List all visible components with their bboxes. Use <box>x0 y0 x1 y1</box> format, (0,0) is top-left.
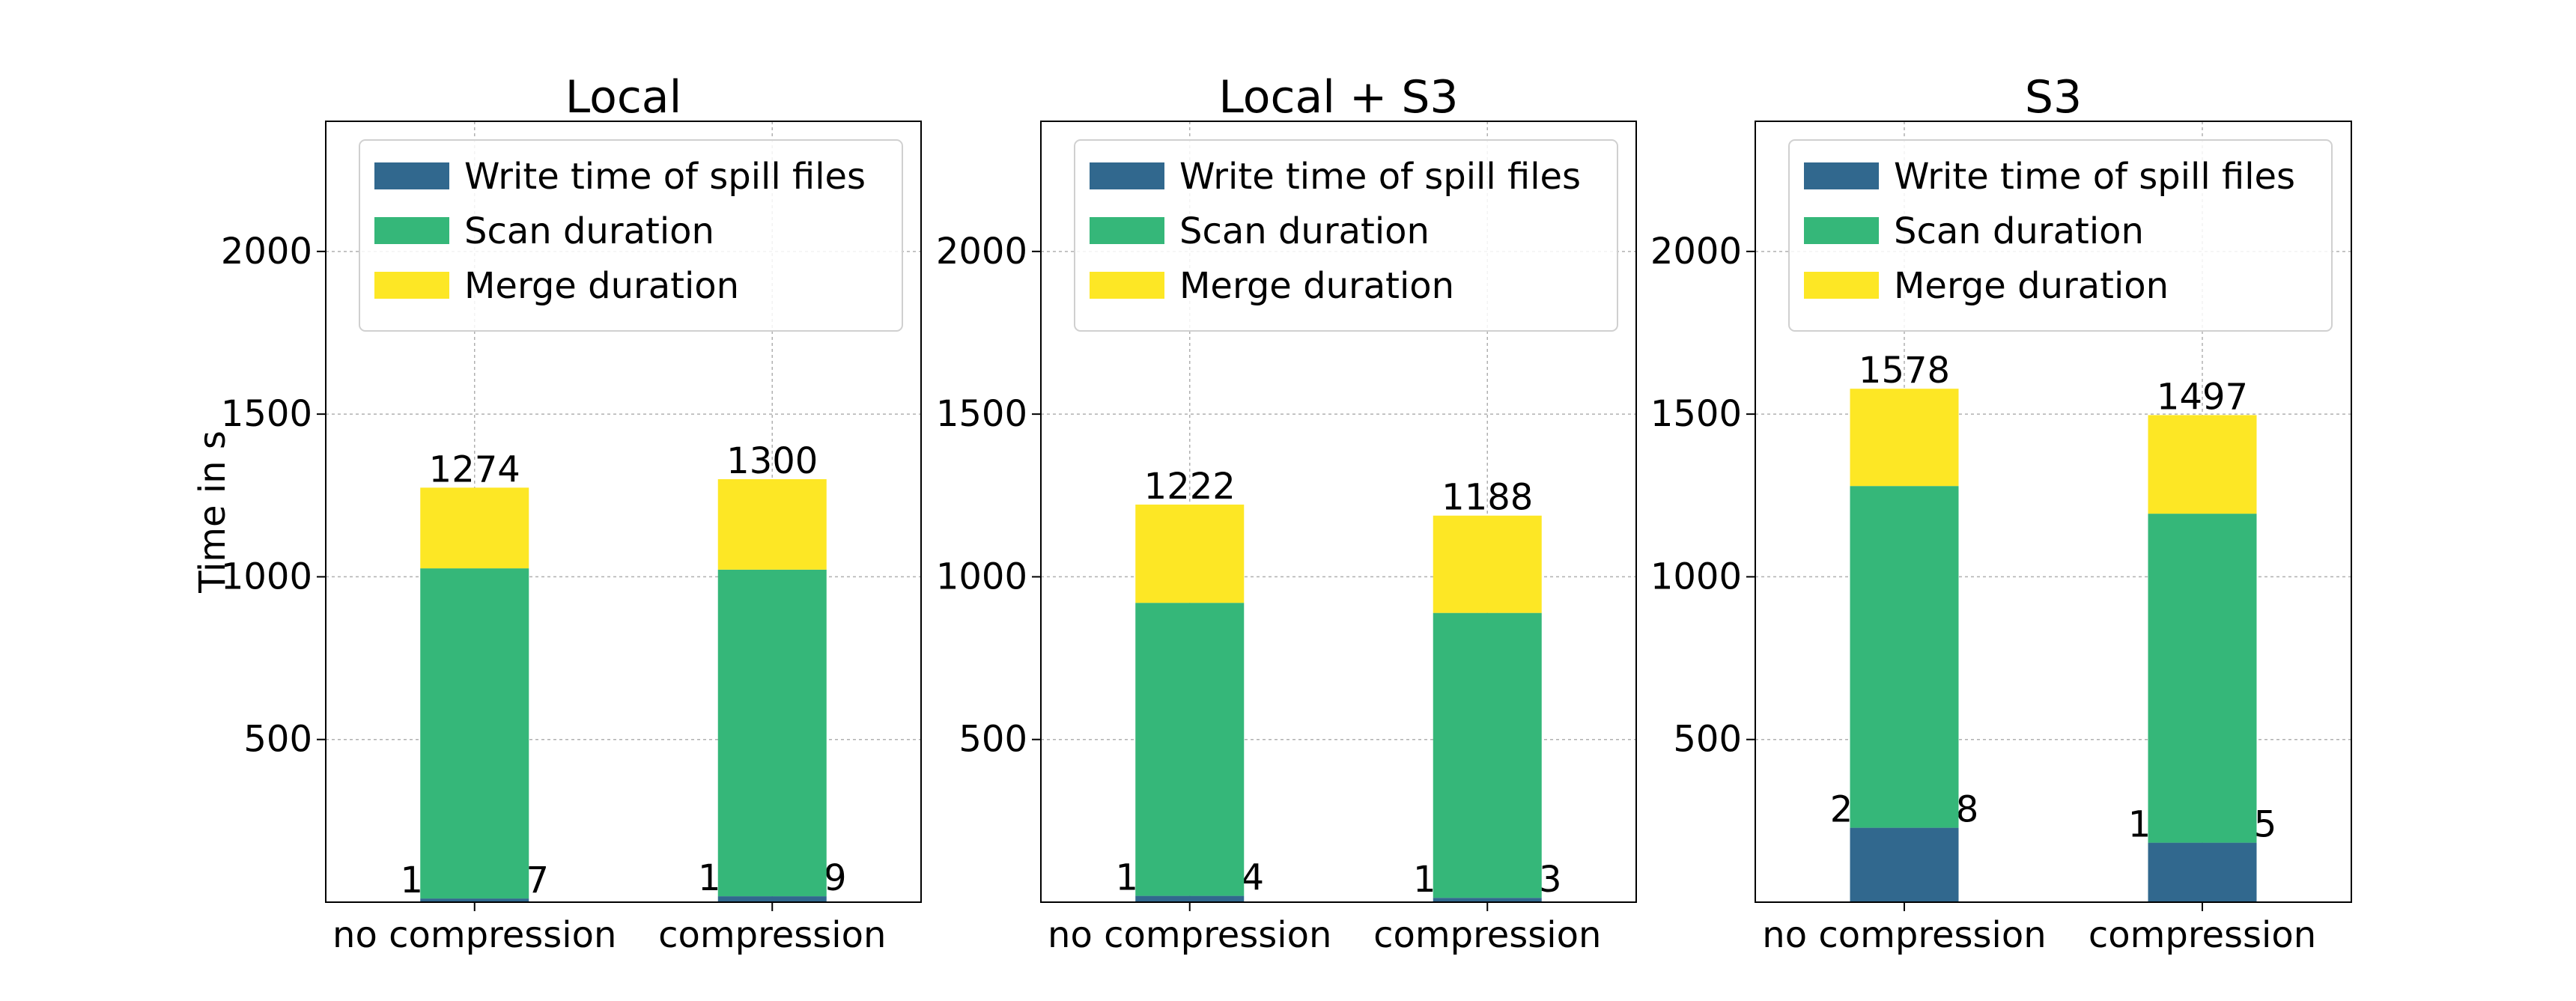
bar-write-time-of-spill-files <box>420 898 529 902</box>
bar-write-time-of-spill-files <box>2148 842 2257 902</box>
y-tick-label: 500 <box>959 719 1027 761</box>
y-tick-label: 1000 <box>936 556 1027 597</box>
chart-panel-2: 228.72812791578182.745119414975001000150… <box>1650 71 2352 956</box>
x-tick-label: no compression <box>332 914 616 956</box>
legend-label: Write time of spill files <box>1894 156 2295 198</box>
x-tick-label: no compression <box>1048 914 1331 956</box>
y-tick-label: 1500 <box>936 393 1027 435</box>
legend-swatch <box>1804 162 1879 189</box>
legend-label: Scan duration <box>464 210 714 252</box>
plot-frame <box>1040 121 1637 903</box>
bar-scan-duration <box>1433 612 1542 898</box>
legend-swatch <box>1090 217 1164 244</box>
data-label: 1274 <box>429 448 520 490</box>
bar-scan-duration <box>717 569 827 897</box>
y-tick-label: 500 <box>1673 719 1742 761</box>
legend-swatch <box>1090 272 1164 299</box>
x-tick-label: no compression <box>1762 914 2046 956</box>
data-label: 1300 <box>726 440 818 482</box>
legend-swatch <box>1804 272 1879 299</box>
chart-panel-1: 19.3404920122213.34238891188500100015002… <box>936 71 1637 956</box>
x-tick-label: compression <box>2089 914 2316 956</box>
chart-title: Local + S3 <box>1218 71 1458 124</box>
legend-box <box>359 139 903 332</box>
bar-write-time-of-spill-files <box>1135 895 1245 902</box>
data-label: 1222 <box>1144 466 1236 508</box>
bar-scan-duration <box>1135 603 1245 896</box>
y-tick-label: 1500 <box>1650 393 1742 435</box>
bar-write-time-of-spill-files <box>1850 827 1959 902</box>
y-tick-label: 1500 <box>221 393 312 435</box>
legend-label: Write time of spill files <box>464 156 866 198</box>
bar-merge-duration <box>1850 389 1959 487</box>
bar-write-time-of-spill-files <box>717 896 827 902</box>
bar-merge-duration <box>1135 504 1245 603</box>
y-tick-label: 2000 <box>221 231 312 273</box>
legend-swatch <box>374 272 449 299</box>
data-label: 1497 <box>2157 376 2248 418</box>
legend-label: Merge duration <box>1179 265 1454 307</box>
bar-scan-duration <box>1850 486 1959 828</box>
legend-box <box>1074 139 1618 332</box>
data-label: 1188 <box>1442 477 1533 519</box>
bar-merge-duration <box>1433 515 1542 613</box>
plot-frame <box>325 121 922 903</box>
bar-scan-duration <box>420 568 529 899</box>
chart-title: S3 <box>2025 71 2082 124</box>
y-tick-label: 2000 <box>1650 231 1742 273</box>
bar-write-time-of-spill-files <box>1433 898 1542 902</box>
legend-label: Merge duration <box>464 265 739 307</box>
legend-label: Scan duration <box>1179 210 1430 252</box>
y-tick-label: 500 <box>243 719 312 761</box>
y-tick-label: 1000 <box>221 556 312 597</box>
plot-frame <box>1755 121 2352 903</box>
legend-box <box>1788 139 2333 332</box>
y-axis-label: Time in s <box>192 430 234 594</box>
legend-swatch <box>1090 162 1164 189</box>
legend-swatch <box>374 162 449 189</box>
data-label: 1578 <box>1859 350 1950 392</box>
legend-label: Write time of spill files <box>1179 156 1581 198</box>
legend-label: Merge duration <box>1894 265 2169 307</box>
legend-swatch <box>1804 217 1879 244</box>
bar-merge-duration <box>420 487 529 569</box>
y-tick-label: 2000 <box>936 231 1027 273</box>
x-tick-label: compression <box>1373 914 1601 956</box>
bar-merge-duration <box>717 479 827 570</box>
y-tick-label: 1000 <box>1650 556 1742 597</box>
legend-label: Scan duration <box>1894 210 2144 252</box>
bar-merge-duration <box>2148 415 2257 514</box>
chart-title: Local <box>565 71 682 124</box>
bar-scan-duration <box>2148 514 2257 843</box>
x-tick-label: compression <box>658 914 886 956</box>
legend-swatch <box>374 217 449 244</box>
chart-panel-0: 11.25171026127418.1929102213005001000150… <box>192 71 922 956</box>
